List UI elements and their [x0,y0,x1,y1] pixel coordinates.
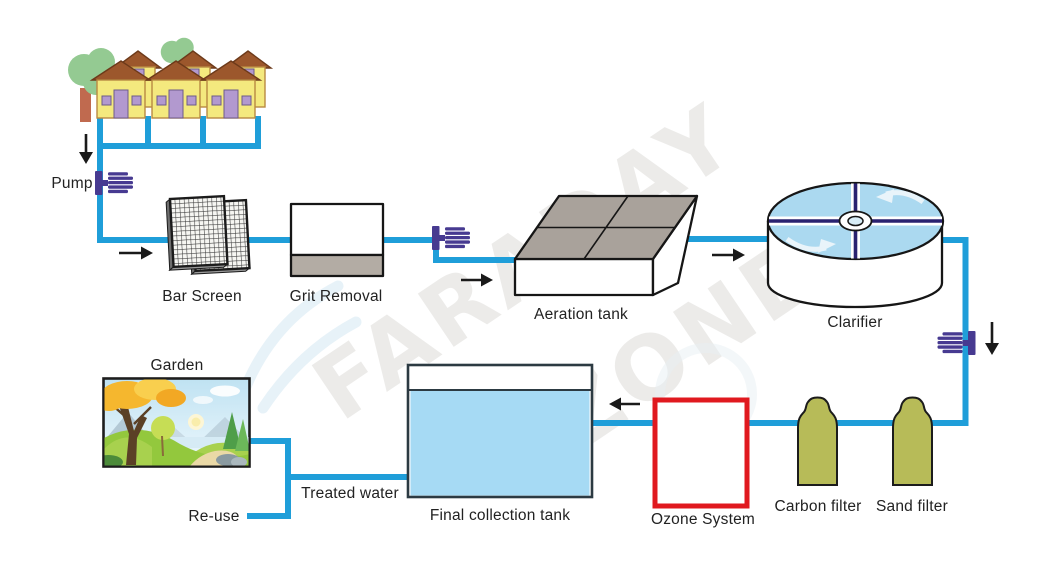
clarifier-icon [766,181,945,309]
grit-removal-box [289,202,385,278]
right-arrow-barscreen [119,246,153,260]
label-grit-removal: Grit Removal [289,288,383,305]
pump-icon [95,171,133,195]
pipe-network [97,116,969,519]
garden-picture [102,377,251,468]
pipe-tank-outlet [247,438,410,519]
house-icon [201,50,272,119]
label-reuse: Re-use [188,508,240,525]
pipe-house-stubs [97,116,261,149]
label-aeration-tank: Aeration tank [534,306,628,323]
down-arrow-houses [79,134,93,164]
right-arrow-aeration [461,273,493,287]
carbon-filter-icon [797,396,838,486]
houses-illustration [68,37,272,122]
label-pump: Pump [51,175,93,192]
flow-arrows [79,134,999,411]
right-arrow-clarifier [712,248,745,262]
label-treated-water: Treated water [301,485,399,502]
label-clarifier: Clarifier [827,314,883,331]
label-carbon-filter: Carbon filter [774,498,862,515]
aeration-tank-icon [513,194,699,297]
bar-screen-icon [164,194,251,276]
pipe-clarifier-to-filters [592,237,969,426]
left-arrow-ozone-to-tank [609,397,640,411]
pump-icon [937,331,976,355]
label-final-collection-tank: Final collection tank [429,507,571,524]
label-sand-filter: Sand filter [876,498,948,515]
house-icon [146,50,217,119]
final-collection-tank-icon [406,363,594,499]
ozone-system-box [652,397,750,509]
sand-filter-icon [892,396,933,486]
label-garden: Garden [150,357,204,374]
label-ozone-system: Ozone System [650,511,756,528]
down-arrow-sandfilter [985,322,999,355]
pump-icon [432,226,470,250]
label-bar-screen: Bar Screen [162,288,242,305]
